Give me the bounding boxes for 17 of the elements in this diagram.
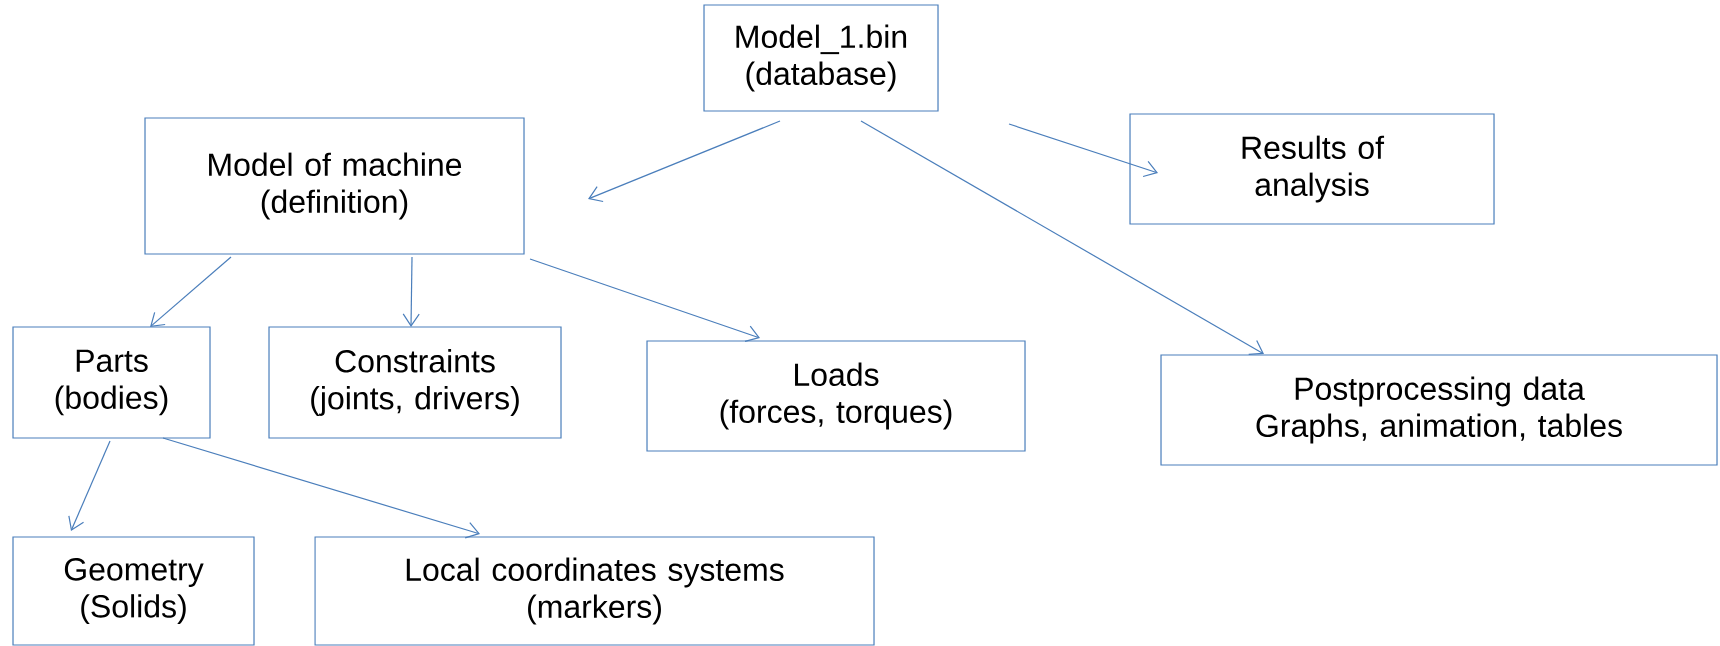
arrow: [402, 256, 420, 327]
text-box: Loads (forces, torques): [646, 340, 1026, 452]
text-box: Model_1.bin (database): [703, 4, 939, 112]
text-box: Parts (bodies): [12, 326, 211, 439]
text-box: Postprocessing data Graphs, animation, tables: [1160, 354, 1718, 466]
text-box: Geometry (Solids): [12, 536, 255, 646]
arrow: [162, 437, 480, 539]
text-box: Local coordinates systems (markers): [314, 536, 875, 646]
arrow: [588, 120, 781, 203]
arrow: [1008, 123, 1158, 178]
arrow: [529, 258, 760, 342]
arrow: [860, 120, 1264, 355]
arrow: [68, 440, 111, 531]
text-box: Model of machine (definition): [144, 117, 525, 255]
arrow: [150, 256, 232, 327]
text-box: Constraints (joints, drivers): [268, 326, 562, 439]
text-box: Results of analysis: [1129, 113, 1495, 225]
